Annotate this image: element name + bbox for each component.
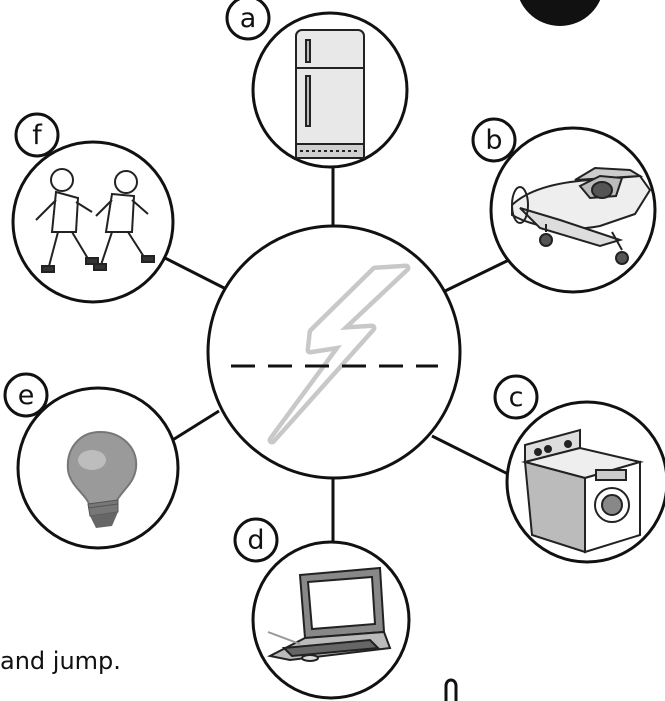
label-e: e [18,380,35,411]
label-a: a [240,3,257,34]
partial-glyph [446,680,456,701]
refrigerator-icon [296,30,364,158]
center-node [208,226,460,478]
node-e: e [5,374,178,548]
label-b: b [485,125,502,156]
connector-c [432,436,512,476]
node-f-circle [13,142,173,302]
label-c: c [509,382,524,413]
label-d: d [247,525,264,556]
connector-f [165,258,228,290]
caption-text: and jump. [0,647,121,675]
label-f: f [32,120,43,151]
node-d: d [235,519,409,698]
connector-b [443,257,515,292]
node-a: a [227,0,407,167]
node-c: c [495,376,665,562]
node-f: f [13,114,173,302]
corner-badge [516,0,604,26]
node-b: b [473,119,655,292]
